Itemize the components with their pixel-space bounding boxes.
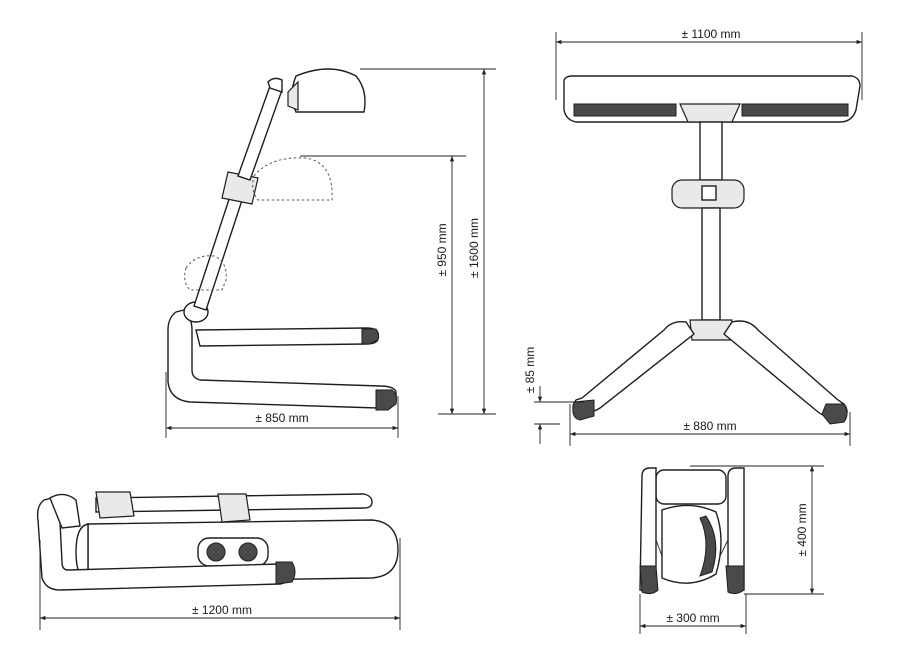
front-left-leg	[572, 320, 695, 413]
end-right-foot	[725, 565, 745, 595]
side-base-front-leg	[195, 327, 379, 347]
front-left-foot	[572, 399, 595, 421]
side-height-low-label: ± 950 mm	[435, 223, 449, 276]
side-height-high-label: ± 1600 mm	[467, 218, 481, 278]
end-height-label: ± 400 mm	[795, 503, 809, 556]
side-lamp-head-dotted-mid	[252, 157, 333, 201]
end-left-foot	[639, 565, 659, 595]
end-lamp-body-shade	[699, 515, 717, 577]
front-right-leg	[723, 320, 848, 419]
end-lamp-head-top	[655, 469, 727, 505]
front-lamp-center-mount	[679, 103, 741, 123]
front-lamp-panel-left	[573, 103, 677, 117]
end-right-brace	[719, 539, 729, 557]
front-view-dimensions: ± 1100 mm ± 880 mm ± 85 mm	[523, 27, 863, 446]
front-top-width-label: ± 1100 mm	[681, 27, 740, 41]
folded-end-dimensions: ± 300 mm ± 400 mm	[639, 465, 824, 634]
side-view-dimensions: ± 850 mm ± 950 mm ± 1600 mm	[165, 68, 496, 438]
side-base-foot-back	[375, 389, 397, 411]
front-base-width-label: ± 880 mm	[683, 419, 736, 433]
side-lamp-head-rim	[287, 80, 299, 111]
front-base-joint	[689, 319, 733, 341]
front-view-lamp	[563, 75, 861, 425]
folded-top-hinge	[95, 491, 135, 519]
side-view-lamp	[167, 68, 397, 411]
end-width-label: ± 300 mm	[666, 611, 719, 625]
side-width-label: ± 850 mm	[255, 411, 308, 425]
side-lamp-head-dotted-low	[184, 255, 227, 291]
folded-side-dimensions: ± 1200 mm	[39, 538, 401, 630]
folded-length-label: ± 1200 mm	[192, 603, 252, 617]
front-right-foot	[821, 403, 848, 425]
side-upper-pole	[237, 85, 283, 181]
front-lamp-panel-right	[741, 103, 849, 117]
side-base-foot-front	[361, 328, 380, 345]
folded-collar	[217, 493, 251, 523]
side-pole-top	[267, 77, 283, 93]
side-base-back-leg	[167, 309, 397, 409]
folded-button-right	[238, 542, 258, 562]
end-left-brace	[655, 539, 663, 557]
front-collar-button	[701, 185, 717, 201]
folded-button-left	[206, 542, 226, 562]
front-foot-height-label: ± 85 mm	[523, 347, 537, 394]
side-lamp-head	[291, 68, 366, 113]
folded-base-foot	[275, 561, 296, 585]
folded-side-view	[36, 491, 399, 591]
front-lower-pole	[701, 207, 721, 321]
front-upper-pole	[699, 121, 723, 181]
folded-base-hinge	[49, 493, 81, 529]
folded-end-view	[639, 467, 745, 595]
